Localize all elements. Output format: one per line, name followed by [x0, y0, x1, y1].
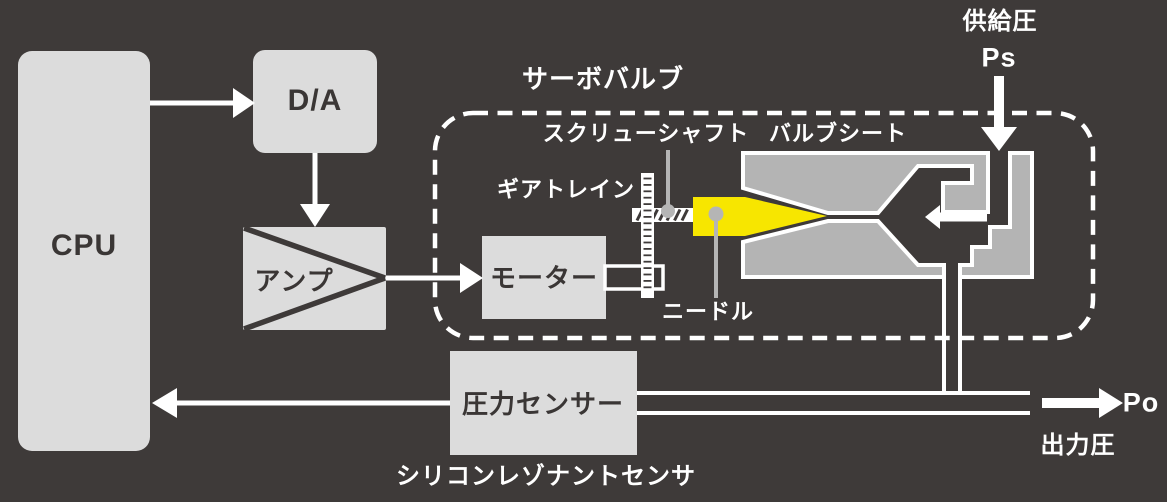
pressure-sensor-label: 圧力センサー	[461, 389, 625, 419]
amp-box	[243, 227, 386, 330]
da-to-amp-arrow	[300, 153, 330, 227]
cpu-label: CPU	[50, 229, 118, 262]
servo-valve-label: サーボバルブ	[521, 64, 685, 94]
amp-to-motor-arrow	[386, 263, 483, 293]
pressure-sensor-box	[450, 351, 637, 455]
screw-shaft-label: スクリューシャフト	[542, 121, 750, 146]
supply-pressure-label: 供給圧	[962, 8, 1038, 35]
motor-label: モーター	[489, 263, 599, 293]
needle-shape	[693, 197, 827, 236]
needle-label: ニードル	[661, 299, 755, 324]
motor-box	[482, 236, 606, 319]
supply-pressure-symbol: Ps	[981, 42, 1017, 73]
gear-train-teeth	[643, 177, 652, 289]
supply-pressure-arrow	[981, 76, 1017, 151]
valve-seat-upper-body	[741, 151, 990, 215]
cpu-to-da-arrow	[150, 88, 255, 118]
amp-label: アンプ	[254, 266, 334, 296]
amp-triangle-lower-line	[243, 275, 386, 332]
sensor-caption: シリコンレゾナントセンサ	[396, 463, 696, 490]
gear-train-rack	[641, 173, 654, 298]
needle-leader	[708, 206, 724, 298]
valve-internal-flow-arrow	[925, 205, 987, 229]
gear-train-label: ギアトレイン	[496, 177, 636, 202]
sensor-to-cpu-arrow	[152, 388, 450, 418]
valve-seat-lower-body	[741, 219, 946, 279]
valve-seat	[741, 151, 1034, 279]
servo-valve-dashed-outline	[432, 110, 1096, 341]
motor-shaft	[603, 264, 665, 291]
screw-shaft-leader	[661, 150, 675, 218]
da-label: D/A	[287, 84, 343, 117]
amp-triangle-upper-line	[243, 225, 386, 281]
output-channel-lines	[637, 277, 1030, 415]
da-converter-box	[253, 50, 377, 153]
cpu-box	[18, 51, 150, 451]
valve-seat-label: バルブシート	[768, 121, 908, 146]
output-pressure-symbol: Po	[1122, 387, 1160, 418]
output-pressure-arrow	[1042, 388, 1123, 418]
valve-seat-right-body	[958, 151, 1034, 279]
output-pressure-label: 出力圧	[1040, 432, 1116, 459]
